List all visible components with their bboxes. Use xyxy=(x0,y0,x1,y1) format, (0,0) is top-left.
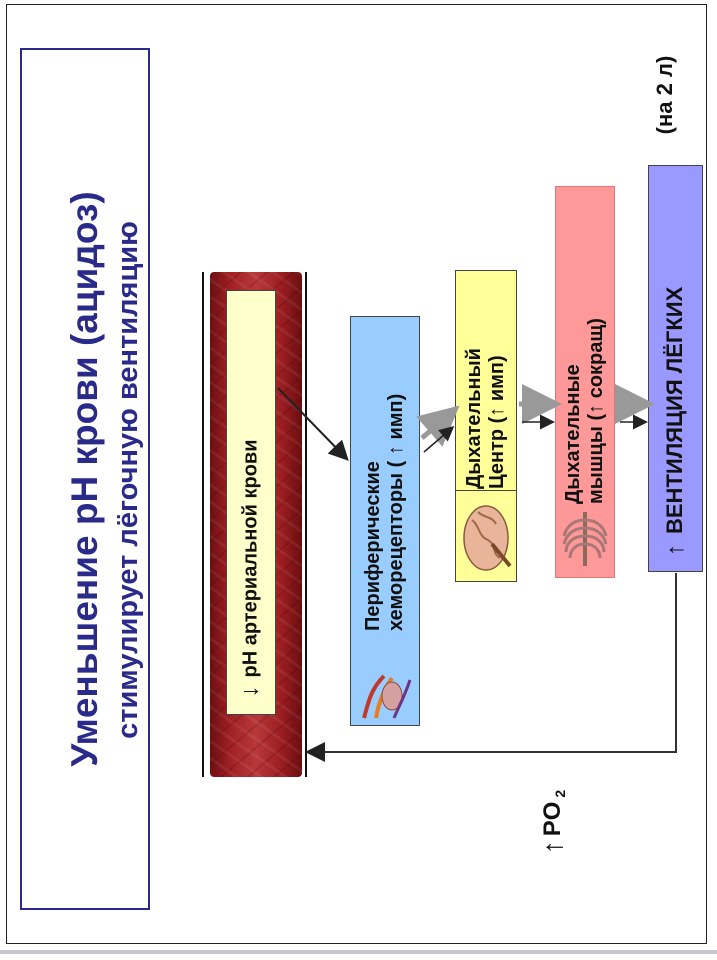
arrow-chemo-to-center-thin xyxy=(423,426,455,453)
slide-frame xyxy=(6,4,707,944)
arrow-chemo-to-center-gray xyxy=(416,405,460,447)
bottom-rule xyxy=(0,950,717,954)
brain-icon xyxy=(463,505,512,571)
carotid-body-icon xyxy=(362,674,412,719)
vessel-wall-left xyxy=(202,272,204,777)
center-divider xyxy=(456,490,516,491)
ventilation-box xyxy=(648,165,703,572)
blood-ph-box xyxy=(226,290,276,715)
title-box xyxy=(20,48,150,910)
vessel-wall-right xyxy=(305,272,307,777)
feedback-loop-arrow xyxy=(305,573,677,762)
ribcage-icon xyxy=(562,512,608,566)
arrow-blood-to-chemo xyxy=(277,387,349,461)
chemoreceptors-box xyxy=(350,316,420,726)
